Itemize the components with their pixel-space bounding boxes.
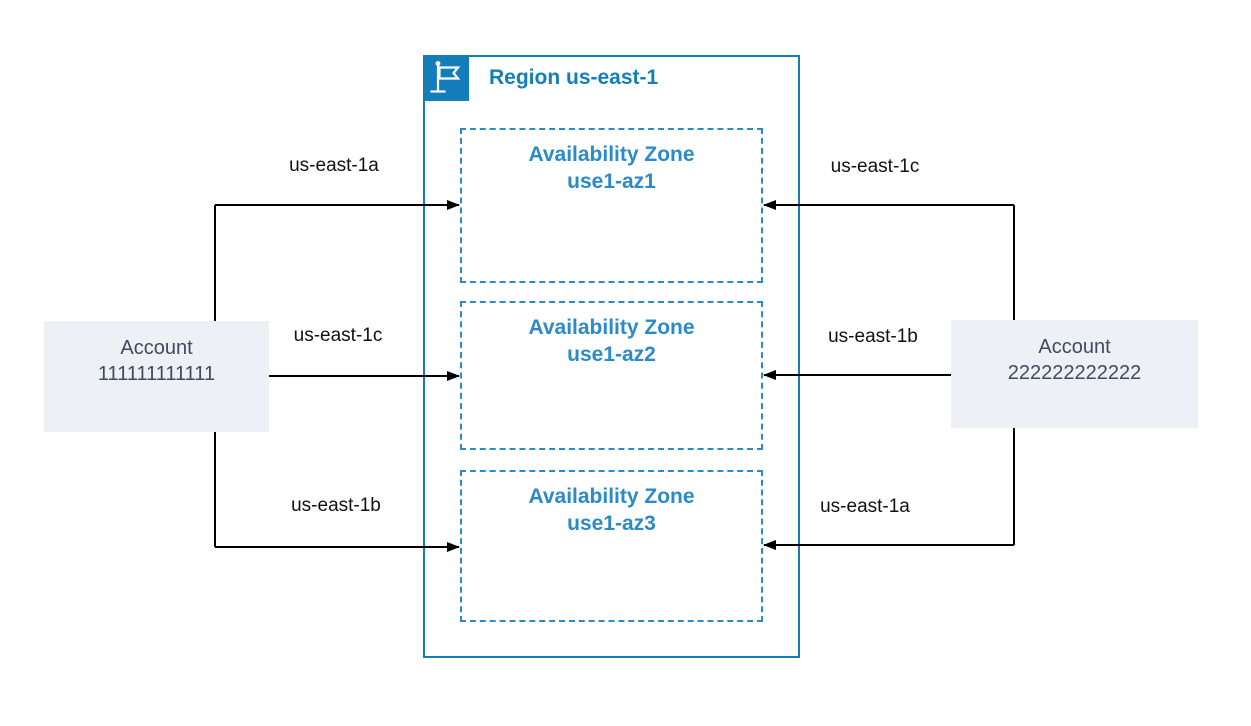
connection-label-left-middle: us-east-1c [293,325,383,346]
region-icon-tile [423,55,469,101]
connection-label-left-top: us-east-1a [289,155,379,176]
account-box-left: Account 111111111111 [44,321,269,432]
az-name: use1-az2 [567,343,656,366]
account-box-right: Account 222222222222 [951,320,1198,428]
az-name: use1-az3 [567,512,656,535]
account-id: 222222222222 [1007,362,1142,384]
availability-zone-2: Availability Zone use1-az2 [460,301,763,450]
flag-icon [430,61,461,93]
region-box [423,55,800,658]
availability-zone-3: Availability Zone use1-az3 [460,470,763,622]
region-title: Region us-east-1 [489,66,659,89]
account-id: 111111111111 [97,363,216,385]
connection-label-right-bottom: us-east-1a [820,496,910,517]
az-label: Availability Zone [528,316,695,339]
az-label: Availability Zone [528,143,695,166]
connection-label-right-top: us-east-1c [830,156,920,177]
connection-label-right-middle: us-east-1b [828,326,918,347]
az-name: use1-az1 [567,170,656,193]
account-label: Account [120,337,193,359]
availability-zone-1: Availability Zone use1-az1 [460,128,763,283]
az-label: Availability Zone [528,485,695,508]
connection-label-left-bottom: us-east-1b [291,495,381,516]
account-label: Account [1038,336,1111,358]
